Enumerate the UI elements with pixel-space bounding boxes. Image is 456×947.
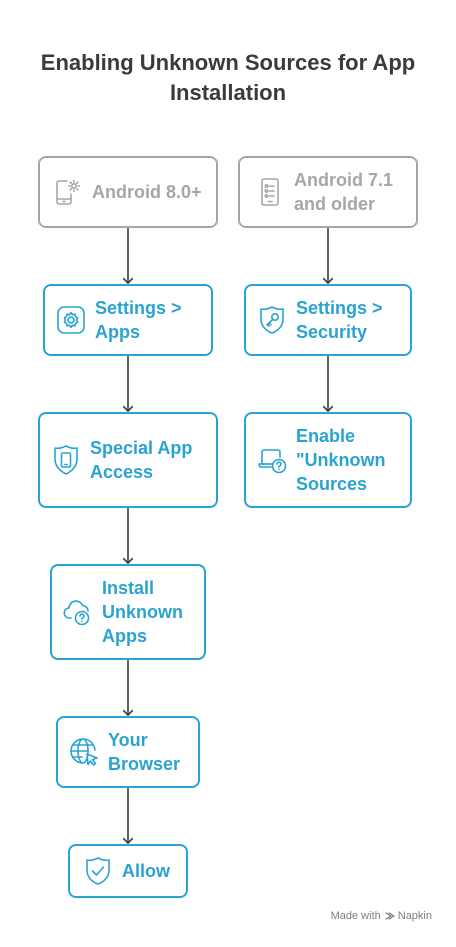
- node-android-8-label: Android 8.0+: [92, 182, 202, 202]
- footer-brand: Napkin: [385, 910, 432, 922]
- node-settings-apps-label-line-2: Apps: [95, 322, 140, 342]
- footer-credit: Made with Napkin: [331, 910, 432, 922]
- node-special-app-access-label-line-1: Special App: [90, 438, 193, 458]
- laptop-question-icon: [256, 444, 288, 476]
- node-settings-security-label-line-1: Settings >: [296, 298, 383, 318]
- node-install-unknown-apps-label-line-3: Apps: [102, 626, 147, 646]
- page-title: Enabling Unknown Sources for App Install…: [0, 48, 456, 108]
- node-your-browser: Your Browser: [56, 716, 200, 788]
- shield-key-icon: [256, 304, 288, 336]
- phone-list-icon: [254, 176, 286, 208]
- napkin-logo-icon: [385, 912, 395, 920]
- node-install-unknown-apps-label: Install Unknown Apps: [102, 576, 183, 648]
- phone-gear-icon: [52, 176, 84, 208]
- node-settings-apps: Settings > Apps: [43, 284, 213, 356]
- footer-brand-name: Napkin: [397, 910, 432, 922]
- node-allow: Allow: [68, 844, 188, 898]
- node-settings-apps-label-line-1: Settings >: [95, 298, 182, 318]
- node-settings-apps-label: Settings > Apps: [95, 296, 182, 344]
- node-android-7-label: Android 7.1 and older: [294, 168, 393, 216]
- title-line-2: Installation: [169, 80, 287, 105]
- globe-cursor-icon: [68, 736, 100, 768]
- shield-check-icon: [82, 855, 114, 887]
- node-special-app-access-label-line-2: Access: [90, 462, 154, 482]
- shield-phone-icon: [50, 444, 82, 476]
- node-install-unknown-apps: Install Unknown Apps: [50, 564, 206, 660]
- gear-icon: [55, 304, 87, 336]
- node-enable-unknown-sources-label-line-1: Enable: [296, 426, 356, 446]
- node-settings-security-label: Settings > Security: [296, 296, 383, 344]
- node-enable-unknown-sources-label-line-3: Sources: [296, 474, 368, 494]
- node-settings-security-label-line-2: Security: [296, 322, 368, 342]
- node-android-7-label-line-1: Android 7.1: [294, 170, 394, 190]
- node-enable-unknown-sources-label: Enable "Unknown Sources: [296, 424, 386, 496]
- cloud-question-icon: [62, 596, 94, 628]
- title-line-1: Enabling Unknown Sources for App: [40, 50, 416, 75]
- node-android-7: Android 7.1 and older: [238, 156, 418, 228]
- node-settings-security: Settings > Security: [244, 284, 412, 356]
- node-your-browser-label-line-1: Your: [108, 730, 148, 750]
- node-install-unknown-apps-label-line-1: Install: [102, 578, 155, 598]
- node-special-app-access-label: Special App Access: [90, 436, 192, 484]
- node-special-app-access: Special App Access: [38, 412, 218, 508]
- node-enable-unknown-sources: Enable "Unknown Sources: [244, 412, 412, 508]
- node-your-browser-label: Your Browser: [108, 728, 180, 776]
- node-your-browser-label-line-2: Browser: [108, 754, 181, 774]
- node-allow-label: Allow: [122, 861, 170, 881]
- node-enable-unknown-sources-label-line-2: "Unknown: [296, 450, 386, 470]
- node-install-unknown-apps-label-line-2: Unknown: [102, 602, 183, 622]
- node-android-8: Android 8.0+: [38, 156, 218, 228]
- footer-made-with: Made with: [330, 910, 381, 922]
- node-android-7-label-line-2: and older: [294, 194, 376, 214]
